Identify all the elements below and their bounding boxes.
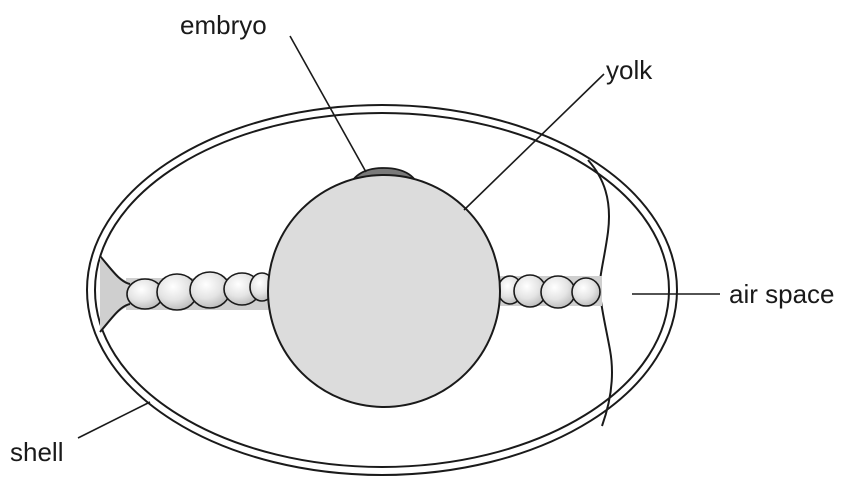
embryo-leader xyxy=(290,36,366,172)
shell-label: shell xyxy=(10,437,63,467)
air-space-label: air space xyxy=(729,279,835,309)
left-chalaza xyxy=(100,256,274,332)
embryo-label: embryo xyxy=(180,10,267,40)
right-chalaza xyxy=(498,275,602,308)
shell-leader xyxy=(78,402,150,438)
yolk-leader xyxy=(464,74,604,210)
yolk-label: yolk xyxy=(606,55,653,85)
